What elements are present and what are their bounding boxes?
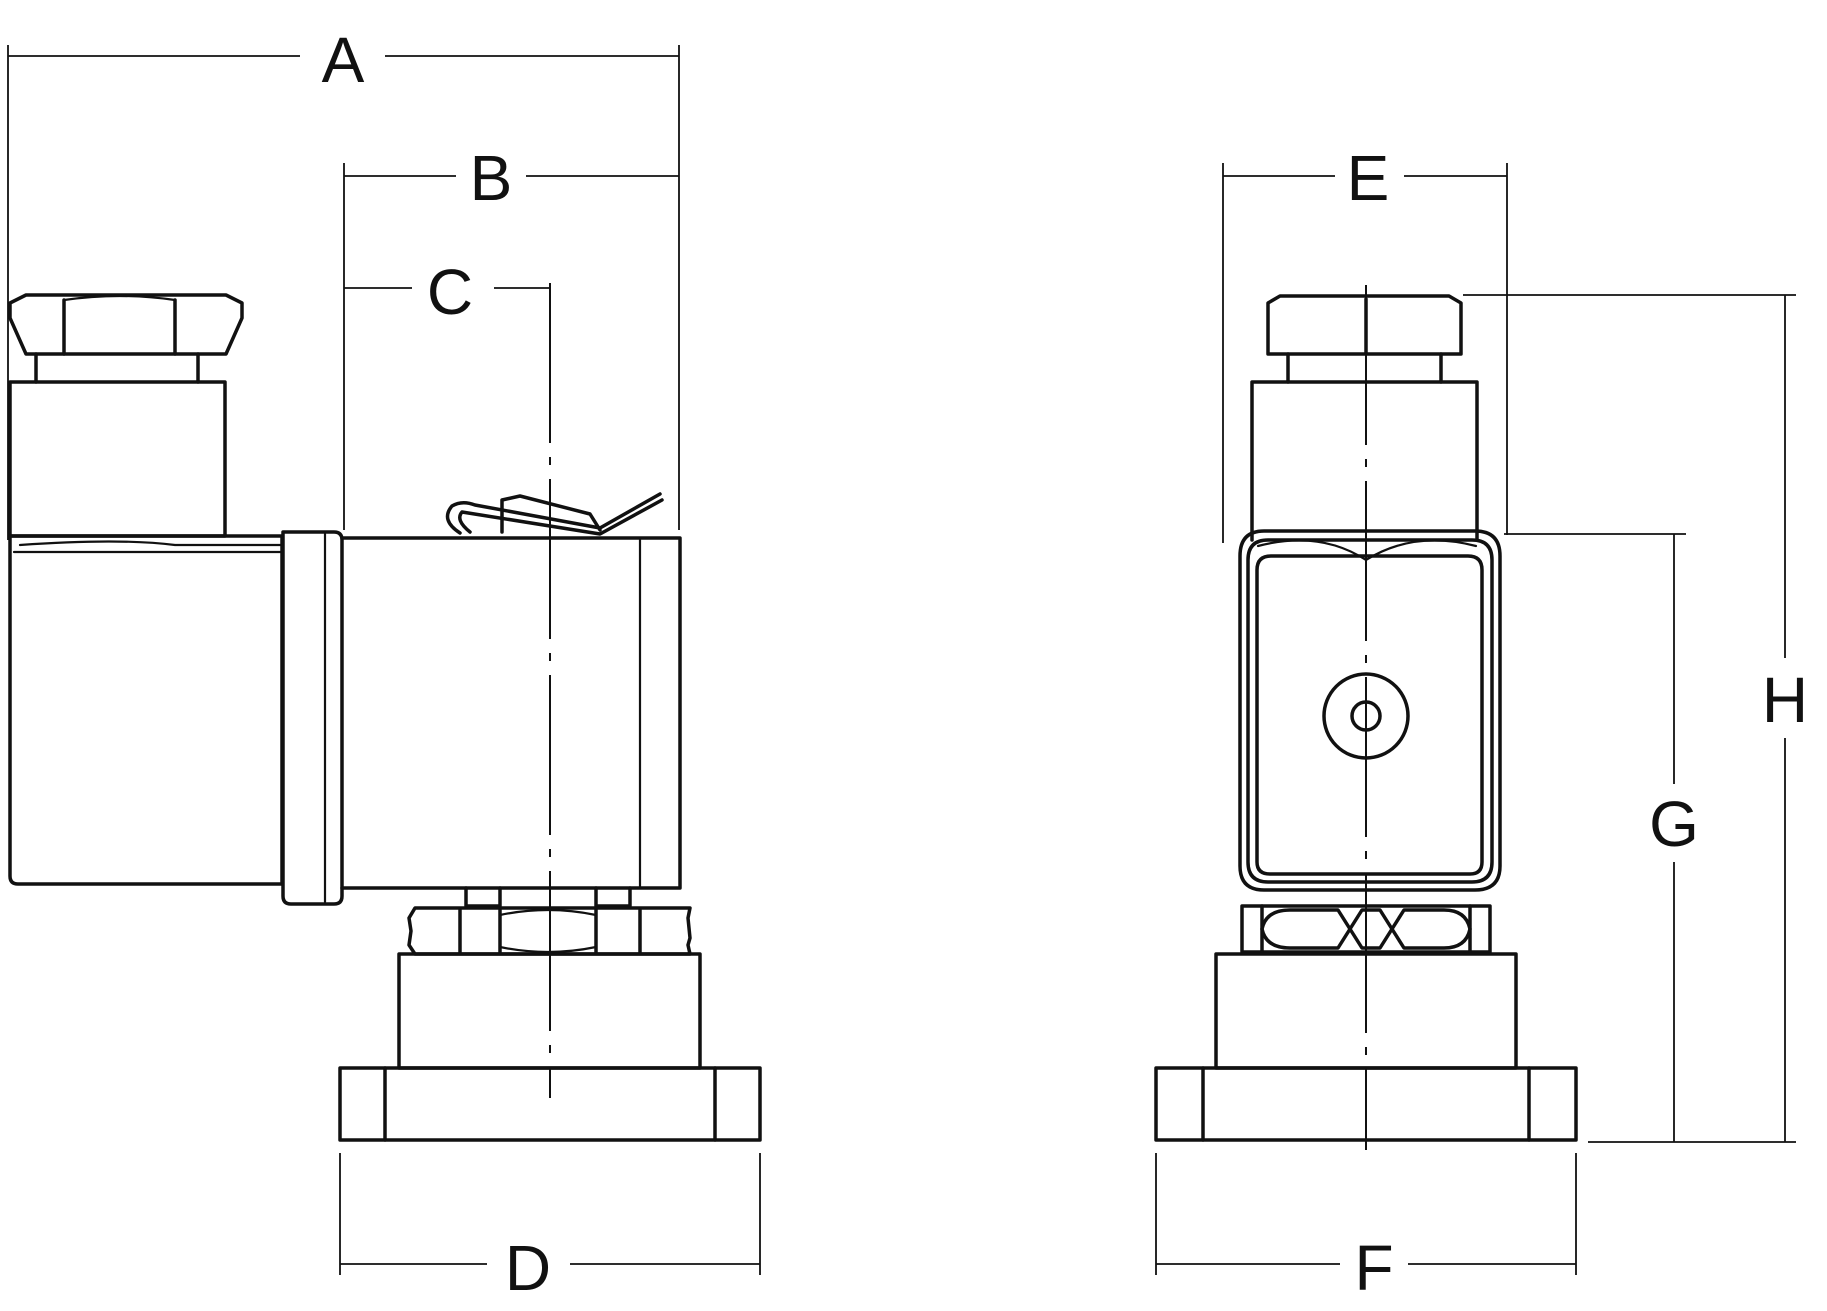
dimension-label-a: A <box>322 24 365 96</box>
base-flange-side <box>338 1066 762 1142</box>
gland-neck-side <box>34 352 200 384</box>
dimension-label-f: F <box>1354 1232 1393 1304</box>
plug-frame-front <box>1238 529 1502 892</box>
hex-nut-front <box>1240 904 1492 954</box>
dimension-label-c: C <box>427 256 473 328</box>
gland-nut-front <box>1266 294 1463 356</box>
spring-clip-side <box>445 492 664 536</box>
front-view <box>1154 285 1578 1150</box>
connector-body-front <box>1250 380 1479 542</box>
stem-spacer-side <box>464 886 632 908</box>
dimension-lines <box>7 45 1796 1275</box>
coil-flange-side <box>281 530 344 906</box>
gland-nut-side <box>8 293 244 356</box>
dimension-label-h: H <box>1762 664 1808 736</box>
base-flange-front <box>1154 1066 1578 1142</box>
connector-plug-side <box>8 534 284 886</box>
dimension-label-e: E <box>1347 142 1390 214</box>
dimension-label-b: B <box>470 142 513 214</box>
gland-neck-front <box>1286 352 1443 384</box>
side-view <box>8 283 762 1142</box>
connector-body-side <box>8 380 227 538</box>
dimension-label-d: D <box>505 1232 551 1304</box>
coil-housing-side <box>340 536 682 890</box>
dimension-label-g: G <box>1649 788 1699 860</box>
